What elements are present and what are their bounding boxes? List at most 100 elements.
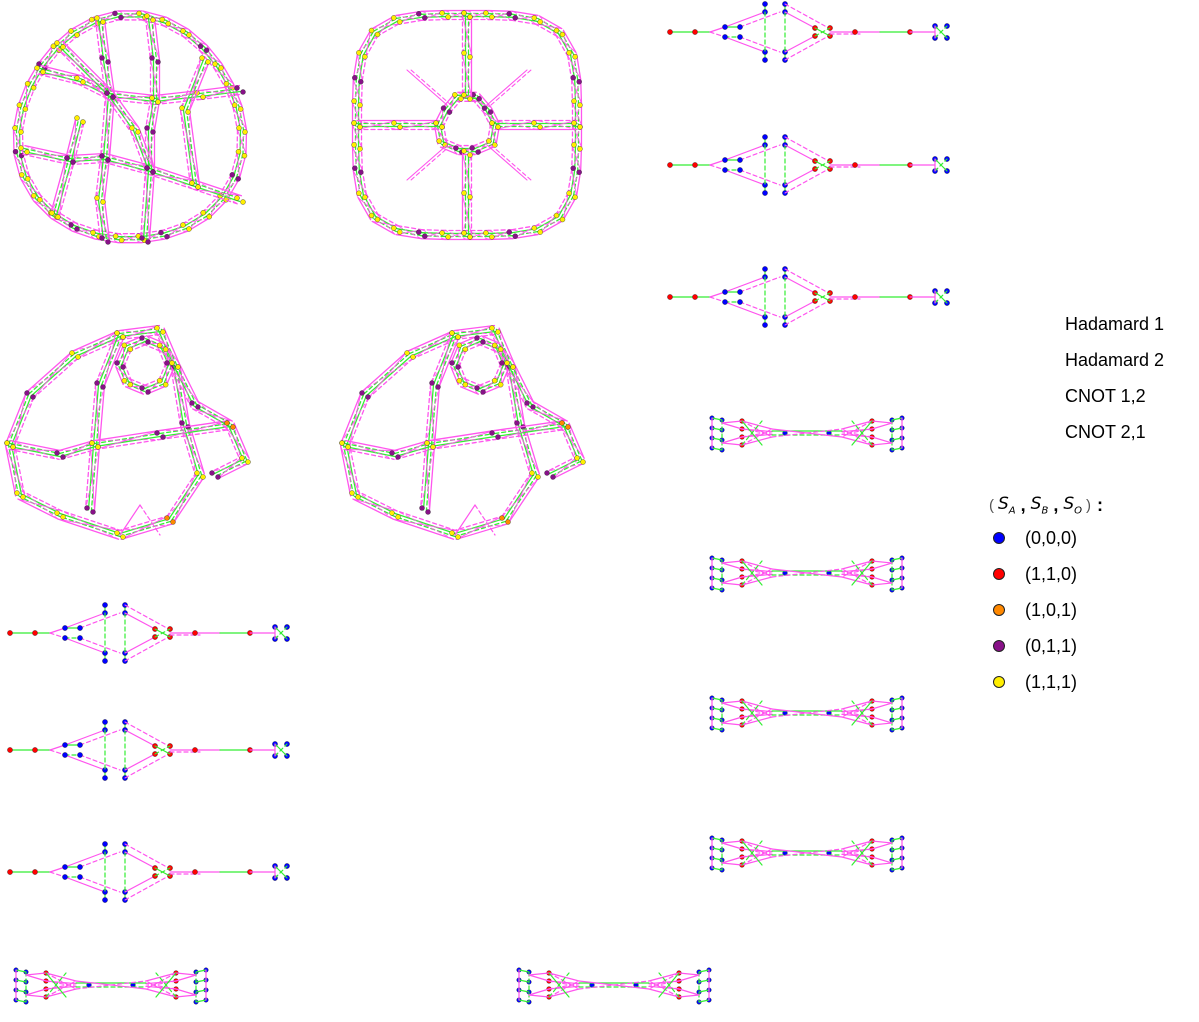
graph-edge [562, 29, 577, 54]
graph-node [368, 212, 375, 219]
graph-edge [741, 571, 773, 578]
graph-edge [182, 109, 195, 186]
graph-node [489, 234, 495, 240]
graph-edge [891, 847, 903, 851]
graph-edge [124, 875, 156, 893]
graph-node [452, 92, 458, 98]
graph-node [203, 47, 210, 53]
graph-node [492, 142, 498, 148]
graph-edge [89, 383, 97, 446]
graph-node [550, 474, 556, 480]
graph-node [186, 226, 192, 232]
graph-node [155, 59, 161, 65]
graph-node [722, 299, 728, 305]
state-var-b: SB [1030, 493, 1049, 517]
graph-edge [428, 438, 497, 442]
graph-edge [421, 229, 446, 232]
graph-node [149, 95, 155, 101]
graph-edge [711, 587, 723, 591]
graph-node [762, 266, 768, 272]
graph-edge [38, 73, 80, 86]
graph-node [461, 230, 467, 236]
graph-edge [721, 442, 743, 446]
graph-edge [428, 429, 495, 442]
graph-edge [562, 192, 569, 221]
graph-edge [934, 290, 948, 304]
graph-edge [13, 443, 17, 497]
graph-edge [357, 29, 372, 54]
graph-edge [352, 146, 363, 171]
graph-edge [232, 107, 247, 130]
graph-component-chain-3 [667, 266, 950, 328]
graph-node [54, 510, 60, 516]
graph-edge [94, 19, 102, 62]
graph-edge [488, 12, 513, 15]
graph-edge [67, 118, 80, 161]
graph-edge [721, 700, 743, 704]
graph-edge [711, 707, 723, 711]
graph-edge [340, 445, 360, 495]
graph-edge [118, 523, 172, 532]
graph-node [462, 346, 469, 353]
graph-node [440, 105, 447, 111]
graph-edge [500, 471, 532, 519]
graph-edge [155, 972, 177, 998]
graph-edge [741, 851, 773, 858]
graph-node [495, 124, 501, 130]
graph-node [94, 15, 100, 21]
graph-edge [741, 700, 773, 710]
graph-edge [5, 392, 27, 444]
graph-edge [108, 58, 116, 96]
graph-edge [678, 972, 700, 976]
graph-node [94, 380, 100, 386]
graph-edge [344, 442, 396, 455]
graph-node [455, 334, 461, 340]
graph-edge [58, 515, 121, 538]
graph-edge [343, 448, 395, 461]
graph-edge [367, 357, 414, 400]
graph-edge [528, 994, 550, 998]
graph-node [127, 381, 134, 388]
graph-edge [841, 708, 873, 715]
graph-edge [466, 10, 490, 20]
graph-node [192, 747, 198, 753]
graph-edge [162, 25, 189, 30]
graph-node [531, 120, 537, 126]
graph-edge [45, 980, 77, 998]
graph-edge [554, 192, 569, 216]
graph-edge [75, 222, 95, 240]
graph-node [439, 124, 445, 130]
graph-edge [741, 431, 773, 438]
graph-node [205, 59, 211, 65]
graph-node [160, 434, 166, 440]
graph-edge [841, 576, 873, 586]
graph-edge [199, 50, 222, 64]
graph-edge [495, 328, 513, 366]
graph-edge [741, 420, 763, 446]
graph-edge [163, 227, 188, 237]
graph-edge [551, 463, 583, 480]
graph-edge [851, 560, 873, 586]
graph-edge [13, 154, 30, 177]
graph-edge [142, 343, 162, 353]
graph-node [422, 15, 428, 21]
graph-edge [572, 146, 582, 171]
graph-node [18, 129, 24, 135]
graph-edge [498, 364, 508, 384]
graph-edge [175, 972, 197, 976]
graph-node [506, 11, 512, 17]
graph-edge [891, 557, 903, 561]
graph-node [349, 490, 355, 496]
graph-node [240, 199, 246, 205]
graph-edge [851, 700, 873, 726]
graph-node [145, 239, 151, 245]
graph-edge [505, 475, 537, 522]
graph-edge [814, 27, 831, 37]
graph-edge [79, 851, 121, 868]
graph-edge [119, 333, 162, 341]
graph-edge [814, 292, 831, 302]
graph-edge [739, 11, 781, 28]
graph-edge [741, 711, 773, 718]
graph-edge [371, 15, 396, 30]
graph-node [156, 342, 163, 349]
